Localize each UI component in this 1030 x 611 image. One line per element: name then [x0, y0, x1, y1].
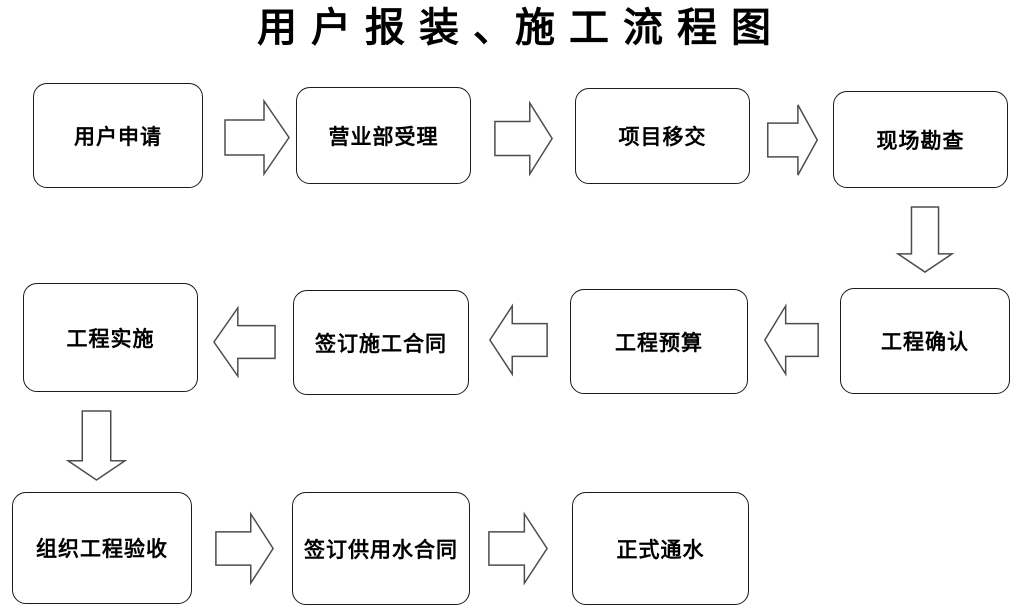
- flow-node-site-survey: 现场勘查: [833, 91, 1008, 188]
- down-arrow-icon-project-implementation-to-organize-acceptance: [66, 410, 127, 481]
- flow-node-project-budget: 工程预算: [570, 289, 748, 394]
- flow-node-label: 签订施工合同: [315, 331, 447, 356]
- flow-node-project-confirmation: 工程确认: [840, 288, 1010, 394]
- flow-node-official-water-flow: 正式通水: [572, 492, 749, 605]
- flow-node-label: 现场勘查: [876, 128, 965, 153]
- flow-node-project-implementation: 工程实施: [23, 283, 198, 392]
- flow-node-organize-project-acceptance: 组织工程验收: [12, 492, 192, 604]
- flow-node-label: 项目移交: [618, 125, 707, 149]
- flow-node-label: 正式通水: [616, 537, 705, 562]
- flow-node-label: 签订供用水合同: [304, 537, 458, 562]
- left-arrow-icon-sign-construction-contract-to-project-implementation: [213, 306, 276, 378]
- flow-node-label: 工程确认: [881, 330, 969, 354]
- flow-node-sign-construction-contract: 签订施工合同: [293, 290, 469, 395]
- left-arrow-icon-project-budget-to-sign-construction-contract: [489, 304, 548, 376]
- flow-node-label: 工程预算: [615, 330, 703, 355]
- flow-node-label: 组织工程验收: [36, 537, 168, 561]
- down-arrow-icon-site-survey-to-project-confirmation: [896, 206, 954, 273]
- flow-node-label: 用户申请: [74, 124, 162, 149]
- flow-node-sign-water-supply-contract: 签订供用水合同: [292, 492, 470, 605]
- right-arrow-icon-organize-acceptance-to-sign-water-contract: [215, 512, 274, 585]
- flow-node-label: 营业部受理: [328, 124, 439, 149]
- right-arrow-icon-business-dept-to-project-transfer: [494, 101, 553, 176]
- right-arrow-icon-user-application-to-business-dept: [224, 99, 290, 176]
- left-arrow-icon-project-confirmation-to-project-budget: [764, 304, 819, 376]
- flowchart-title: 用 户 报 装 、施 工 流 程 图: [257, 5, 773, 50]
- right-arrow-icon-project-transfer-to-site-survey: [767, 103, 818, 177]
- flow-node-label: 工程实施: [66, 326, 155, 351]
- flow-node-user-application: 用户申请: [33, 83, 203, 188]
- flow-node-business-dept-acceptance: 营业部受理: [296, 87, 471, 184]
- flow-node-project-transfer: 项目移交: [575, 88, 750, 184]
- right-arrow-icon-sign-water-contract-to-official-water-flow: [488, 512, 548, 585]
